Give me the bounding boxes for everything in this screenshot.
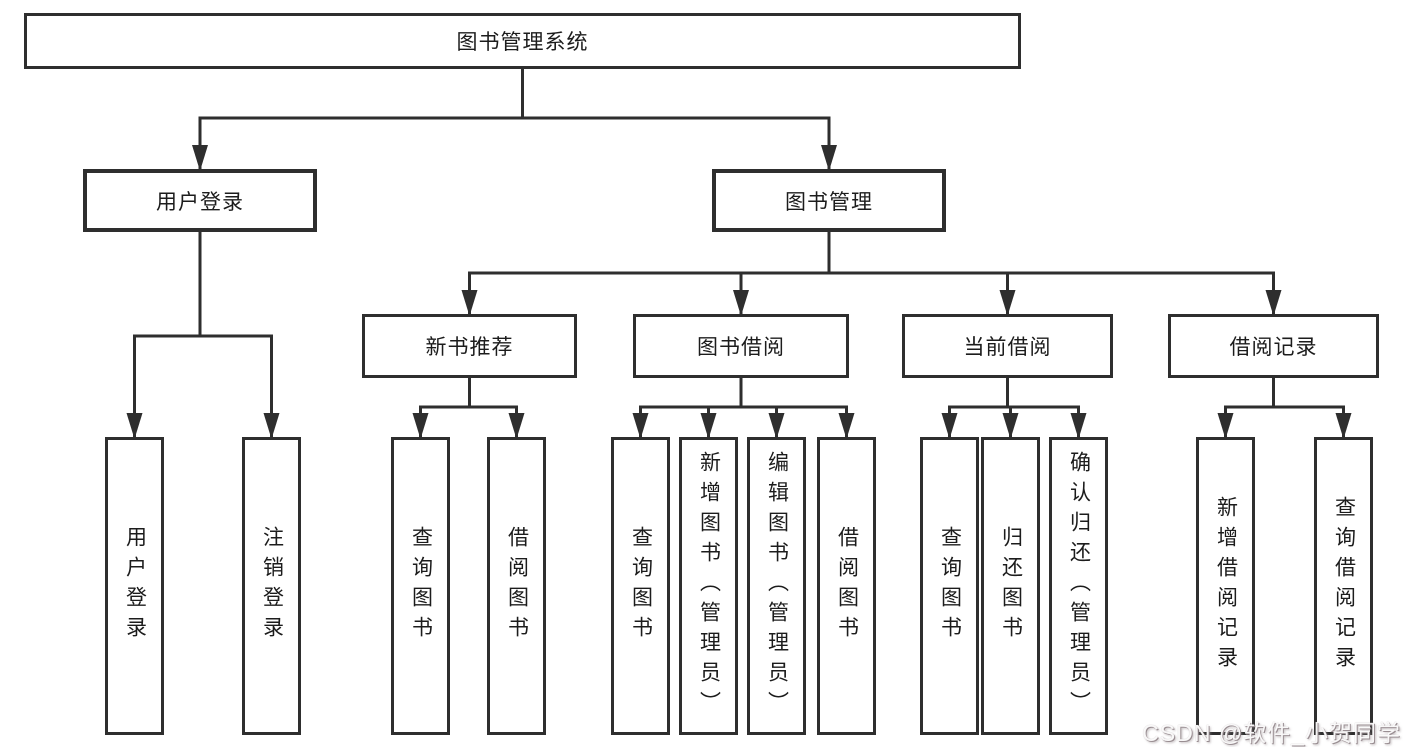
leaf-borrow-borrow-book: 借阅图书 bbox=[817, 437, 876, 735]
leaf-label: 用户登录 bbox=[123, 526, 147, 646]
leaf-label: 借阅图书 bbox=[835, 526, 859, 646]
leaf-current-query-book: 查询图书 bbox=[920, 437, 979, 735]
node-book-management: 图书管理 bbox=[712, 169, 946, 232]
leaf-recommend-borrow-book: 借阅图书 bbox=[487, 437, 546, 735]
leaf-recommend-query-book: 查询图书 bbox=[391, 437, 450, 735]
leaf-records-add-record: 新增借阅记录 bbox=[1196, 437, 1255, 735]
leaf-label: 确认归还（管理员） bbox=[1067, 451, 1091, 721]
node-book-borrow: 图书借阅 bbox=[633, 314, 849, 378]
leaf-label: 借阅图书 bbox=[505, 526, 529, 646]
leaf-label: 新增图书（管理员） bbox=[697, 451, 721, 721]
node-user-login: 用户登录 bbox=[83, 169, 317, 232]
leaf-logout-login: 注销登录 bbox=[242, 437, 301, 735]
node-root-library-system: 图书管理系统 bbox=[24, 13, 1021, 69]
node-borrow-records: 借阅记录 bbox=[1168, 314, 1379, 378]
leaf-label: 注销登录 bbox=[260, 526, 284, 646]
leaf-user-login: 用户登录 bbox=[105, 437, 164, 735]
leaf-borrow-edit-book-admin: 编辑图书（管理员） bbox=[747, 437, 806, 735]
leaf-label: 查询图书 bbox=[409, 526, 433, 646]
leaf-label: 查询图书 bbox=[938, 526, 962, 646]
node-new-book-recommend: 新书推荐 bbox=[362, 314, 577, 378]
leaf-records-query-record: 查询借阅记录 bbox=[1314, 437, 1373, 735]
leaf-label: 查询借阅记录 bbox=[1332, 496, 1356, 676]
leaf-borrow-query-book: 查询图书 bbox=[611, 437, 670, 735]
node-current-borrow: 当前借阅 bbox=[902, 314, 1113, 378]
leaf-label: 编辑图书（管理员） bbox=[765, 451, 789, 721]
leaf-label: 查询图书 bbox=[629, 526, 653, 646]
leaf-current-return-book: 归还图书 bbox=[981, 437, 1040, 735]
leaf-label: 归还图书 bbox=[999, 526, 1023, 646]
leaf-current-confirm-return-admin: 确认归还（管理员） bbox=[1049, 437, 1108, 735]
leaf-borrow-add-book-admin: 新增图书（管理员） bbox=[679, 437, 738, 735]
csdn-watermark: CSDN @软件_小贺同学 bbox=[1142, 720, 1401, 746]
leaf-label: 新增借阅记录 bbox=[1214, 496, 1238, 676]
